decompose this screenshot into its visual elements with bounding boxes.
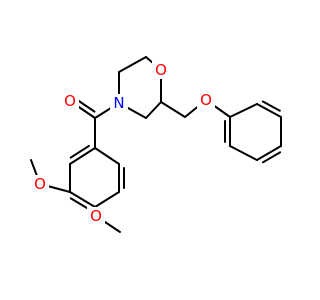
- phenyl-bond-5: [229, 145, 258, 161]
- phenyl-bond-2-inner: [261, 100, 281, 112]
- ring-nitrogen-label: N: [113, 94, 124, 112]
- methoxy-oxygen-3-label: O: [34, 175, 46, 193]
- ring-nitrogen: N: [110, 94, 128, 112]
- ring-c-c-top-bond: [118, 56, 147, 73]
- carbonyl-double-bond-inner: [75, 98, 96, 113]
- ring-c2-ch2-bond: [160, 101, 186, 118]
- aryl-bond-6: [94, 147, 120, 165]
- phenyl-bond-2: [256, 103, 282, 118]
- ring-oxygen-label: O: [155, 61, 167, 79]
- phenyl-bond-1: [229, 103, 258, 118]
- methoxy-oxygen-4: O: [87, 207, 105, 225]
- carbonyl-oxygen-label: O: [64, 92, 76, 110]
- methoxy-oxygen-3: O: [31, 175, 49, 193]
- methoxy-oxygen-4-label: O: [90, 207, 102, 225]
- ring-oxygen: O: [152, 61, 170, 79]
- carbonyl-oxygen: O: [61, 92, 79, 110]
- chemical-structure: O N O O O O: [30, 56, 282, 233]
- ether-oxygen-label: O: [200, 91, 212, 109]
- aryl-bond-1: [69, 147, 96, 165]
- aryl-bond-3: [69, 191, 96, 208]
- phenyl-bond-4: [256, 145, 282, 161]
- aryl-bond-4: [94, 191, 120, 208]
- ring-c2-c3-bond: [145, 101, 162, 119]
- atom-label-layer: O N O O O O: [31, 61, 215, 225]
- phenyl-bond-4-inner: [261, 151, 282, 164]
- aryl-bond-3-inner: [69, 197, 90, 211]
- ether-oxygen: O: [197, 91, 215, 109]
- bond-layer: [30, 56, 282, 233]
- aryl-bond-1-inner: [69, 144, 90, 159]
